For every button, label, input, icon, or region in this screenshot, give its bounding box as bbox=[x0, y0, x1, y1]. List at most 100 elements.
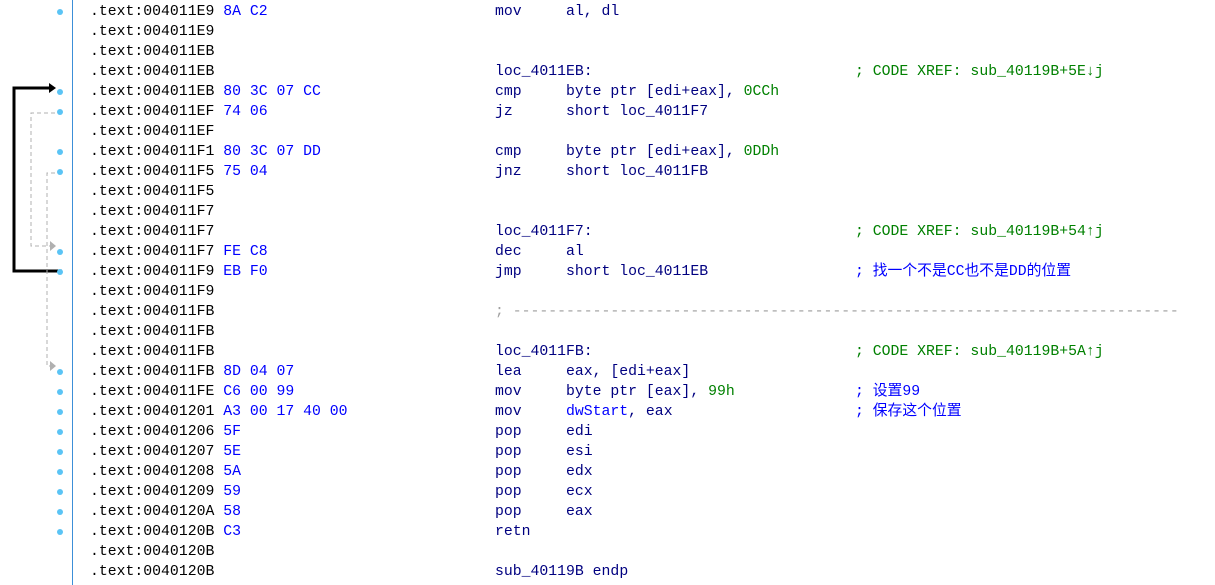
address-value: 004011EF bbox=[143, 104, 215, 120]
address: .text:00401206 5F bbox=[90, 424, 241, 440]
listing-row[interactable]: .text:004011FB bbox=[73, 322, 1215, 342]
operands: eax bbox=[566, 502, 593, 522]
address: .text:00401208 5A bbox=[90, 464, 241, 480]
address: .text:004011FB bbox=[90, 344, 215, 360]
separator-line: ; --------------------------------------… bbox=[495, 304, 1179, 320]
address: .text:004011F1 80 3C 07 DD bbox=[90, 144, 321, 160]
segment-name: .text bbox=[90, 444, 135, 460]
breakpoint-dot[interactable] bbox=[57, 389, 63, 395]
operands: al bbox=[566, 242, 584, 262]
address-value: 004011FB bbox=[143, 304, 215, 320]
operand-name[interactable]: dwStart bbox=[566, 404, 629, 420]
listing-row[interactable]: .text:004011FB loc_4011FB: ; CODE XREF: su… bbox=[73, 342, 1215, 362]
address-value: 004011F7 bbox=[143, 204, 215, 220]
address: .text:00401209 59 bbox=[90, 484, 241, 500]
breakpoint-dot[interactable] bbox=[57, 489, 63, 495]
segment-name: .text bbox=[90, 384, 135, 400]
breakpoint-dot[interactable] bbox=[57, 369, 63, 375]
operands: short loc_4011FB bbox=[566, 162, 708, 182]
breakpoint-dot[interactable] bbox=[57, 9, 63, 15]
address: .text:004011FB bbox=[90, 324, 215, 340]
address: .text:004011EB bbox=[90, 44, 215, 60]
address-value: 00401206 bbox=[143, 424, 215, 440]
breakpoint-dot[interactable] bbox=[57, 509, 63, 515]
opcode-bytes: C3 bbox=[223, 524, 241, 540]
breakpoint-dot[interactable] bbox=[57, 149, 63, 155]
opcode-bytes: 5A bbox=[223, 464, 241, 480]
listing-row[interactable]: .text:0040120B bbox=[73, 542, 1215, 562]
segment-name: .text bbox=[90, 524, 135, 540]
code-label[interactable]: loc_4011F7: bbox=[495, 224, 593, 240]
breakpoint-dot[interactable] bbox=[57, 109, 63, 115]
opcode-bytes: 74 06 bbox=[223, 104, 268, 120]
breakpoint-dot[interactable] bbox=[57, 269, 63, 275]
listing-row[interactable]: .text:004011FB; ------------------------… bbox=[73, 302, 1215, 322]
opcode-bytes: 8A C2 bbox=[223, 4, 268, 20]
code-label[interactable]: sub_40119B endp bbox=[495, 564, 629, 580]
listing-row[interactable]: .text:004011EB bbox=[73, 42, 1215, 62]
listing-row[interactable]: .text:004011E9 bbox=[73, 22, 1215, 42]
operand-text: byte ptr [edi+eax], bbox=[566, 84, 744, 100]
jump-arrow-jz-loc_4011F7 bbox=[30, 112, 62, 251]
operands: edi bbox=[566, 422, 593, 442]
address: .text:0040120B C3 bbox=[90, 524, 241, 540]
listing-row[interactable]: .text:004011F5 bbox=[73, 182, 1215, 202]
code-xref-comment[interactable]: ; CODE XREF: sub_40119B+5A↑j bbox=[855, 344, 1104, 360]
code-label[interactable]: loc_4011FB: bbox=[495, 344, 593, 360]
code-label[interactable]: loc_4011EB: bbox=[495, 64, 593, 80]
opcode-bytes: 5F bbox=[223, 424, 241, 440]
operand-text: byte ptr [edi+eax], bbox=[566, 144, 744, 160]
comment: ; 保存这个位置 bbox=[855, 404, 962, 420]
breakpoint-dot[interactable] bbox=[57, 89, 63, 95]
address: .text:004011F9 bbox=[90, 284, 215, 300]
segment-name: .text bbox=[90, 324, 135, 340]
breakpoint-dot[interactable] bbox=[57, 469, 63, 475]
code-xref-comment[interactable]: ; CODE XREF: sub_40119B+54↑j bbox=[855, 224, 1104, 240]
address: .text:004011F5 75 04 bbox=[90, 164, 268, 180]
breakpoint-dot[interactable] bbox=[57, 429, 63, 435]
address-value: 004011F5 bbox=[143, 184, 215, 200]
segment-name: .text bbox=[90, 64, 135, 80]
breakpoint-dot[interactable] bbox=[57, 409, 63, 415]
address: .text:004011E9 bbox=[90, 24, 215, 40]
segment-name: .text bbox=[90, 224, 135, 240]
breakpoint-dot[interactable] bbox=[57, 529, 63, 535]
breakpoint-dot[interactable] bbox=[57, 249, 63, 255]
address: .text:0040120B bbox=[90, 544, 215, 560]
segment-name: .text bbox=[90, 24, 135, 40]
flow-arrow-gutter bbox=[0, 0, 72, 585]
segment-name: .text bbox=[90, 344, 135, 360]
address: .text:00401207 5E bbox=[90, 444, 241, 460]
code-xref-comment[interactable]: ; CODE XREF: sub_40119B+5E↓j bbox=[855, 64, 1104, 80]
listing-row[interactable]: .text:004011EF bbox=[73, 122, 1215, 142]
breakpoint-dot[interactable] bbox=[57, 169, 63, 175]
listing-row[interactable]: .text:004011F7 bbox=[73, 202, 1215, 222]
segment-name: .text bbox=[90, 124, 135, 140]
address-value: 004011EF bbox=[143, 124, 215, 140]
breakpoint-dot[interactable] bbox=[57, 449, 63, 455]
listing-row[interactable]: .text:004011F9 bbox=[73, 282, 1215, 302]
comment: ; 设置99 bbox=[855, 384, 921, 400]
opcode-bytes: 75 04 bbox=[223, 164, 268, 180]
address-value: 004011E9 bbox=[143, 4, 215, 20]
